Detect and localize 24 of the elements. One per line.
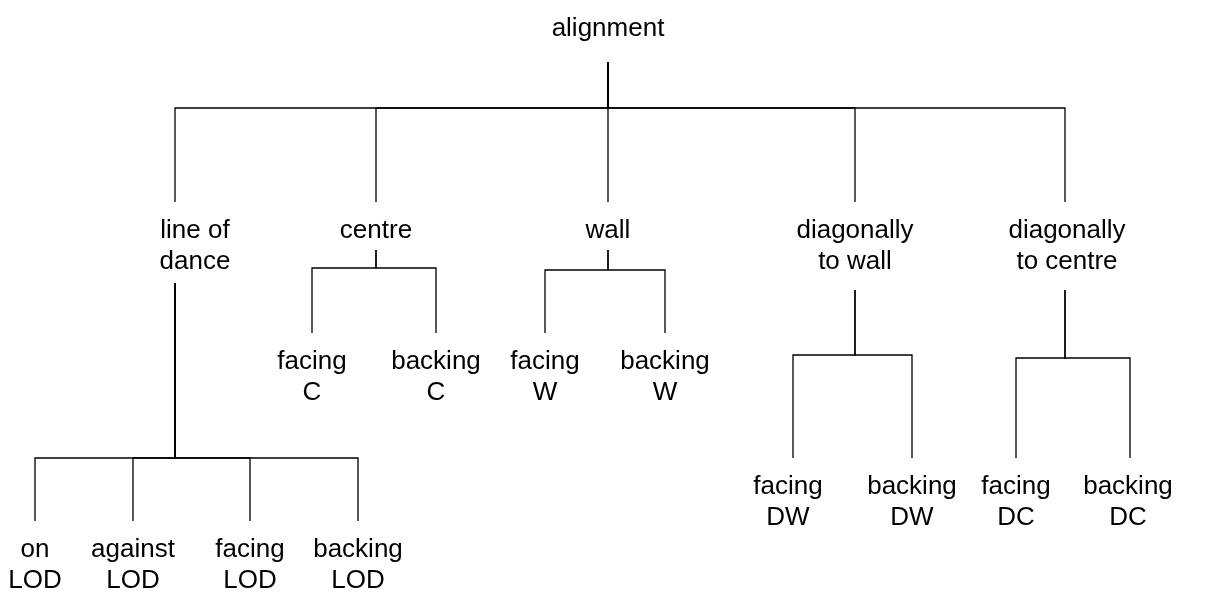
tree-label: facing W (509, 345, 581, 408)
tree-label: facing LOD (214, 533, 286, 596)
tree-label: alignment (551, 12, 665, 44)
tree-label: line of dance (158, 214, 232, 277)
tree-connector (607, 249, 666, 334)
tree-label: backing W (619, 345, 711, 408)
tree-label: diagonally to wall (795, 214, 915, 277)
tree-label: facing C (276, 345, 348, 408)
tree-label: against LOD (90, 533, 176, 596)
tree-connector (1064, 289, 1131, 459)
tree-label: facing DC (980, 470, 1052, 533)
tree-label: on LOD (7, 533, 63, 596)
tree-connector (174, 282, 359, 522)
tree-label: backing C (390, 345, 482, 408)
tree-connector (854, 289, 913, 459)
tree-label: backing DW (866, 470, 958, 533)
tree-label: backing LOD (312, 533, 404, 596)
tree-label: backing DC (1082, 470, 1174, 533)
tree-connector (375, 249, 437, 334)
tree-connector (607, 61, 1066, 203)
tree-label: wall (585, 214, 631, 246)
tree-label: centre (339, 214, 413, 246)
tree-label: facing DW (752, 470, 824, 533)
tree-label: diagonally to centre (1007, 214, 1127, 277)
